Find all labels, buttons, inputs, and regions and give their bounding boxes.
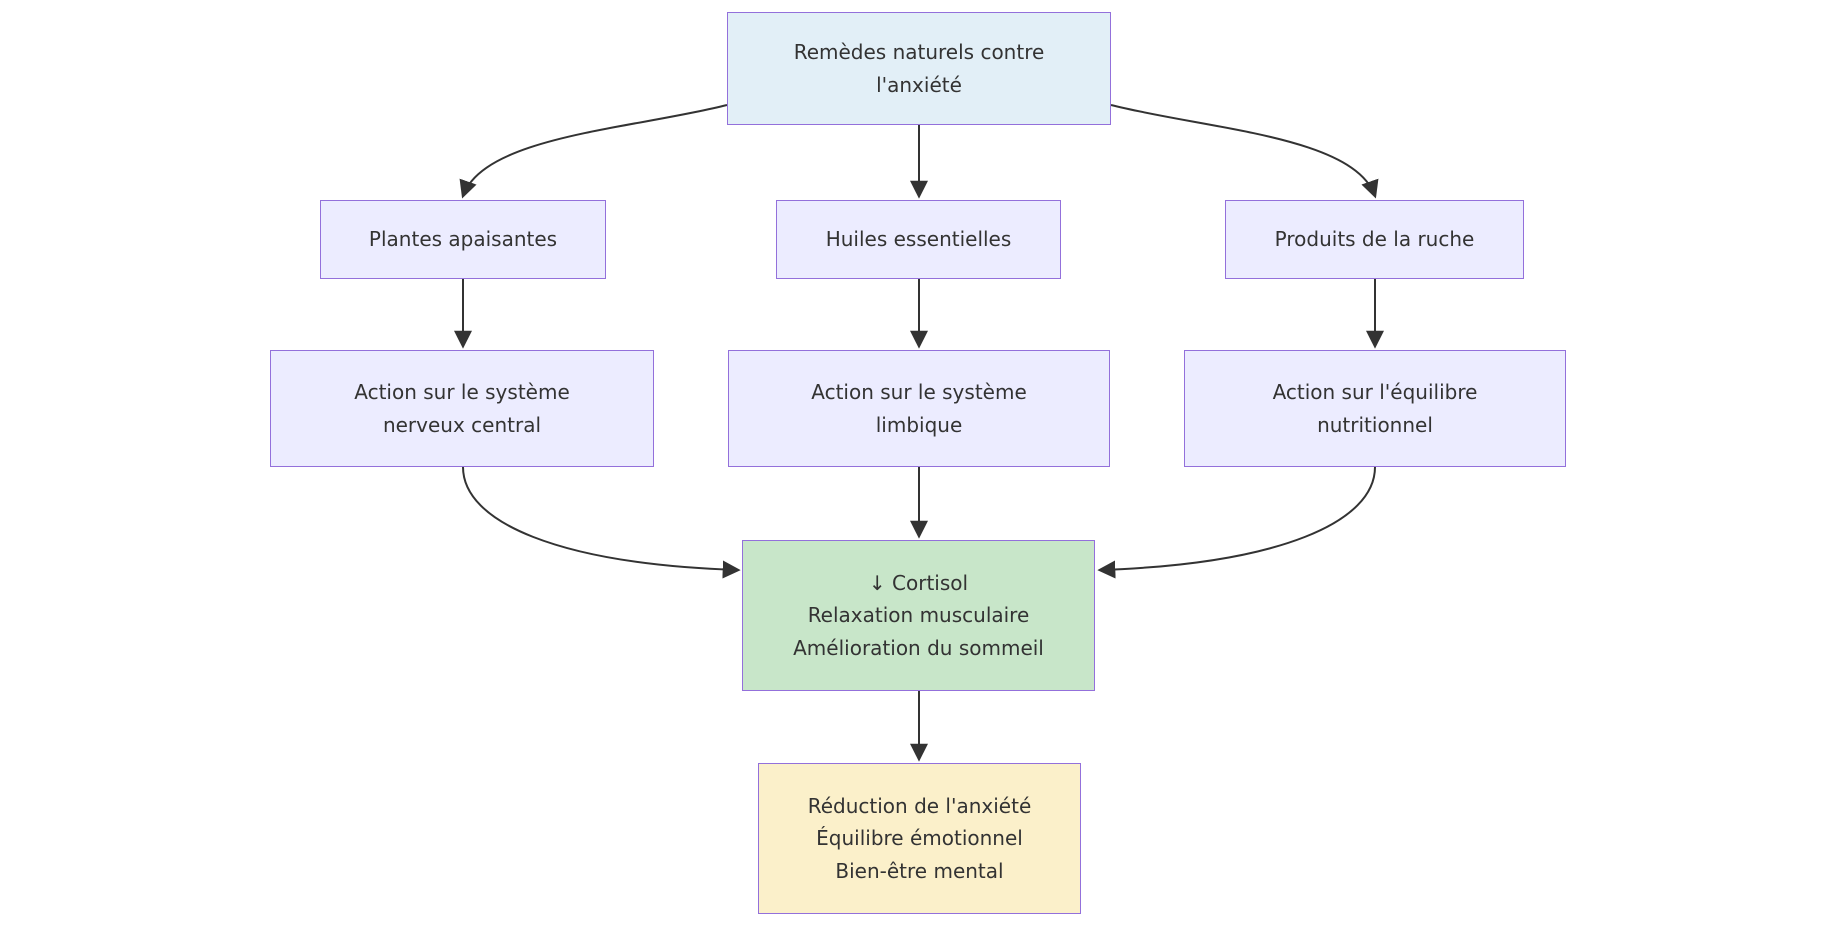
node-action-systeme-nerveux-central: Action sur le système nerveux central [270,350,654,467]
edge-root-plantes [459,104,728,199]
node-huiles-essentielles: Huiles essentielles [776,200,1061,279]
node-resultats-bien-etre: Réduction de l'anxiété Équilibre émotion… [758,763,1081,914]
edge-action-nutrition-effects [1097,466,1376,579]
node-plantes-apaisantes: Plantes apaisantes [320,200,606,279]
edge-root-ruche [1110,104,1379,199]
node-effets-physiologiques: ↓ Cortisol Relaxation musculaire Amélior… [742,540,1095,691]
node-action-systeme-limbique: Action sur le système limbique [728,350,1110,467]
edge-action-snc-effects [462,466,741,579]
node-action-equilibre-nutritionnel: Action sur l'équilibre nutritionnel [1184,350,1566,467]
node-produits-de-la-ruche: Produits de la ruche [1225,200,1524,279]
node-remedes-naturels: Remèdes naturels contre l'anxiété [727,12,1111,125]
